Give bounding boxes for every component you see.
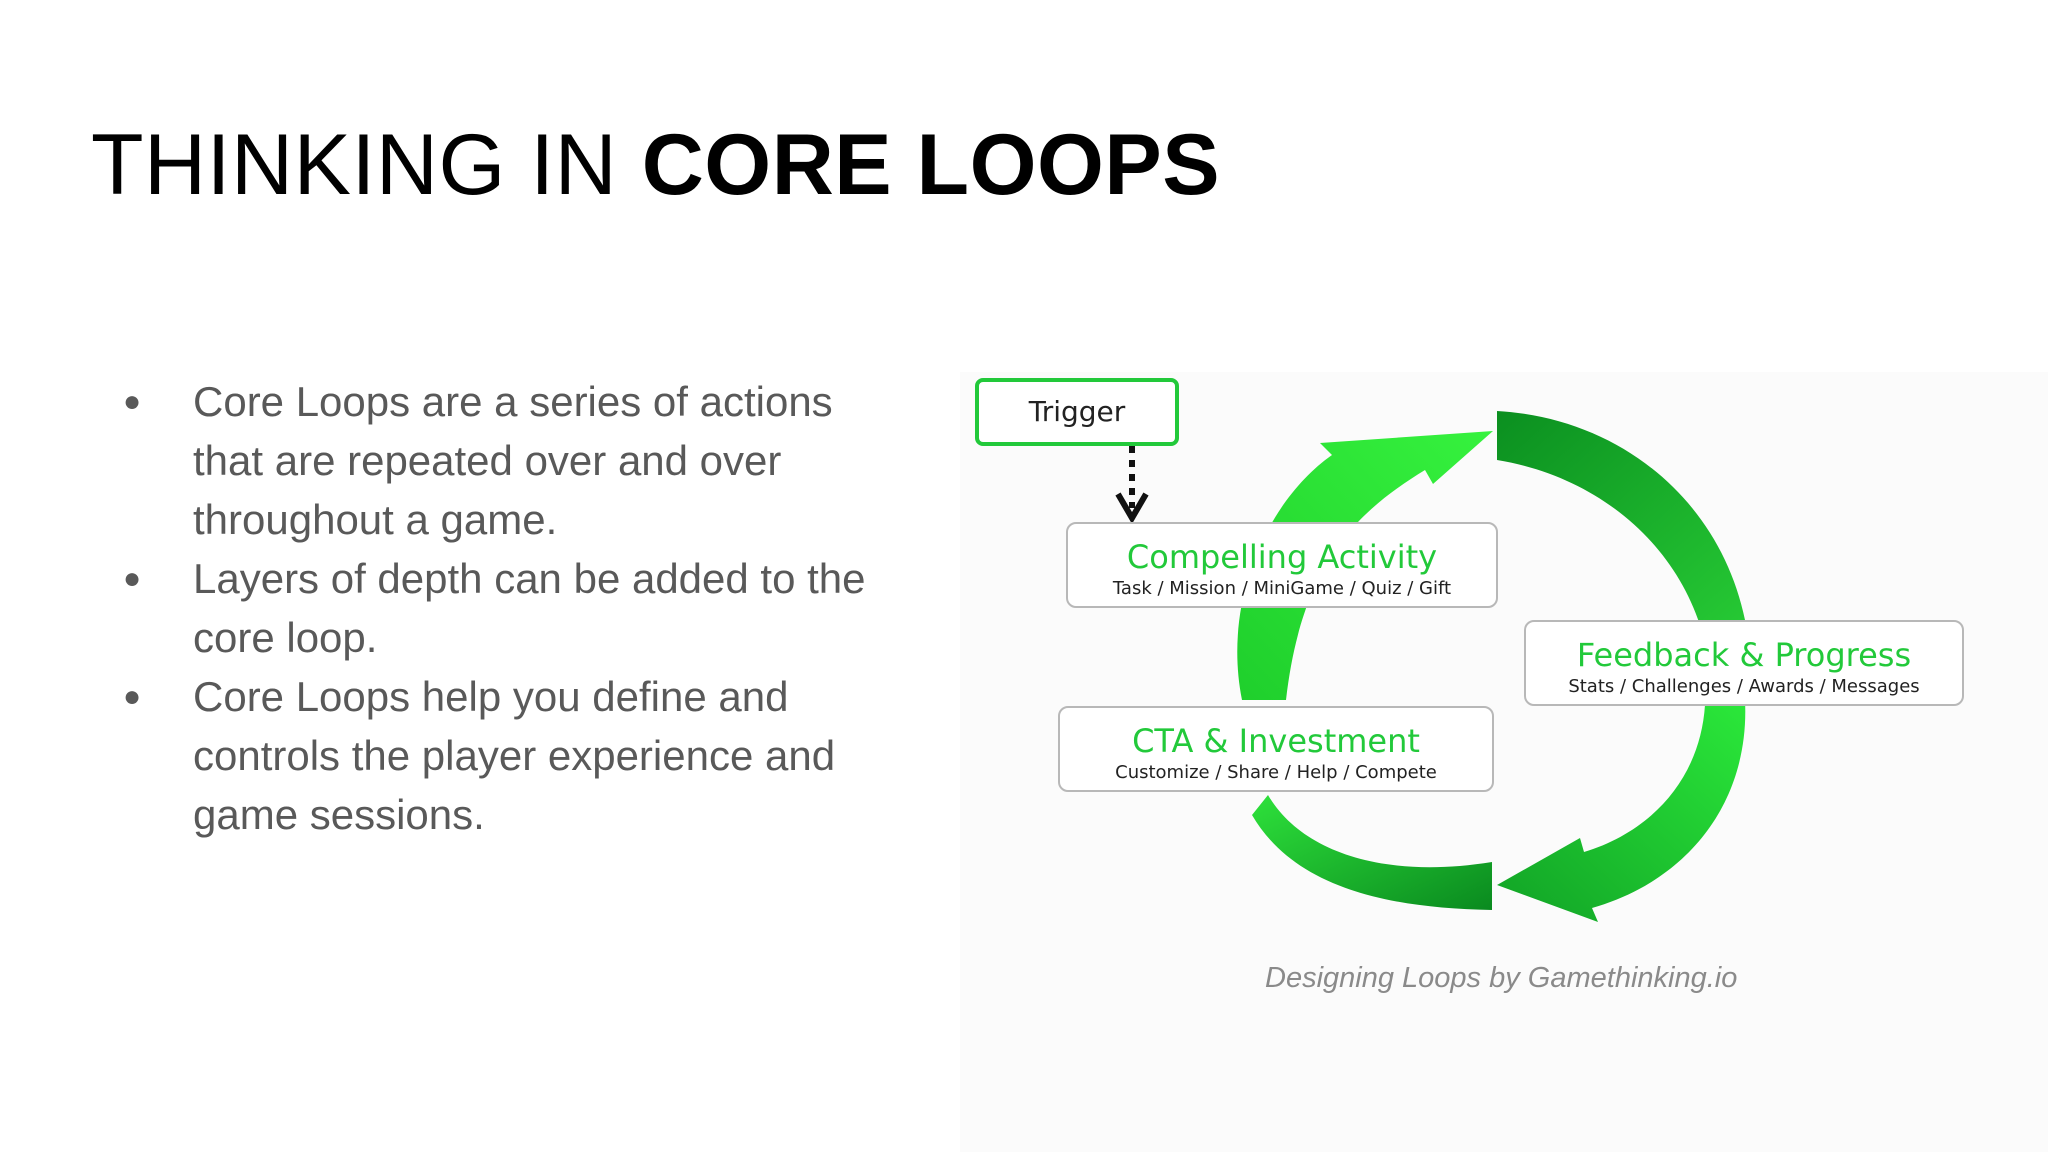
loop-arrow-bottom-right (1497, 700, 1746, 922)
image-caption: Designing Loops by Gamethinking.io (1265, 962, 1738, 994)
feedback-progress-title: Feedback & Progress (1576, 636, 1912, 674)
trigger-label: Trigger (1028, 395, 1126, 428)
page-title: THINKING IN CORE LOOPS (91, 122, 1220, 208)
loop-arrow-top-left (1237, 431, 1493, 700)
loop-arrow-bottom-left (1252, 795, 1492, 910)
compelling-activity-box: Compelling Activity Task / Mission / Min… (1066, 522, 1498, 608)
loop-arrow-top-right (1497, 411, 1745, 625)
title-bold: CORE LOOPS (641, 117, 1221, 213)
compelling-activity-title: Compelling Activity (1126, 538, 1438, 576)
bullet-text: Core Loops are a series of actions that … (193, 378, 833, 543)
bullet-text: Core Loops help you define and controls … (193, 673, 836, 838)
trigger-box: Trigger (975, 378, 1179, 446)
feedback-progress-box: Feedback & Progress Stats / Challenges /… (1524, 620, 1964, 706)
cta-investment-box: CTA & Investment Customize / Share / Hel… (1058, 706, 1494, 792)
bullet-dot-icon: ● (123, 385, 142, 418)
bullet-item: ● Core Loops help you define and control… (118, 667, 898, 844)
bullet-item: ● Layers of depth can be added to the co… (118, 549, 898, 667)
bullet-item: ● Core Loops are a series of actions tha… (118, 372, 898, 549)
bullet-list: ● Core Loops are a series of actions tha… (118, 372, 898, 844)
cta-investment-subtitle: Customize / Share / Help / Compete (1115, 762, 1437, 783)
cta-investment-title: CTA & Investment (1132, 722, 1420, 760)
bullet-text: Layers of depth can be added to the core… (193, 555, 866, 661)
compelling-activity-subtitle: Task / Mission / MiniGame / Quiz / Gift (1112, 578, 1452, 599)
feedback-progress-subtitle: Stats / Challenges / Awards / Messages (1568, 676, 1920, 697)
bullet-dot-icon: ● (123, 680, 142, 713)
bullet-dot-icon: ● (123, 562, 142, 595)
trigger-arrowhead-icon (1115, 492, 1149, 524)
title-regular: THINKING IN (91, 117, 642, 213)
